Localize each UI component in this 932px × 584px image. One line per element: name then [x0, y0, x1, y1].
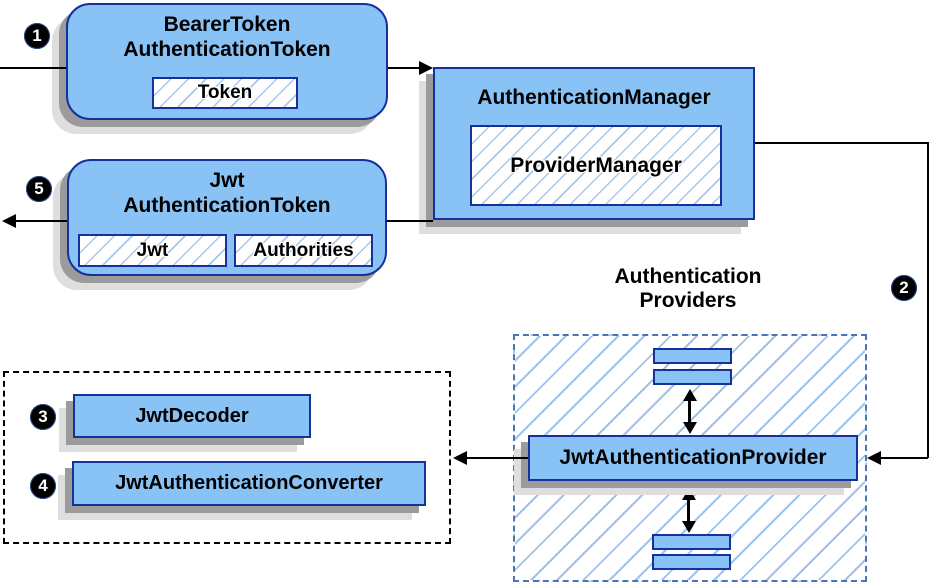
provider-manager-label: ProviderManager: [510, 153, 682, 177]
provider-stack-bar: [653, 348, 732, 364]
step-4-badge: 4: [30, 473, 56, 499]
jwt-authentication-provider-box: JwtAuthenticationProvider: [528, 435, 858, 481]
authorities-field-label: Authorities: [253, 239, 354, 261]
authentication-manager-box: AuthenticationManager ProviderManager: [433, 67, 755, 220]
authorities-field: Authorities: [234, 234, 373, 267]
bearer-token-title: BearerToken AuthenticationToken: [123, 13, 331, 61]
provider-stack-bar: [652, 554, 731, 570]
jwt-decoder-label: JwtDecoder: [135, 404, 249, 427]
jwt-field: Jwt: [78, 234, 227, 267]
double-arrow-icon: [682, 389, 698, 434]
authentication-providers-label: Authentication Providers: [614, 265, 762, 312]
jwt-authentication-provider-label: JwtAuthenticationProvider: [559, 446, 827, 469]
provider-to-converters-line: [467, 457, 528, 459]
step-3-badge: 3: [30, 404, 56, 430]
outgoing-result-line: [15, 220, 67, 222]
bearer-token-authentication-token-box: BearerToken AuthenticationToken Token: [66, 3, 388, 120]
manager-to-jwt-token-line: [387, 220, 433, 222]
arrowhead-right-icon: [419, 61, 433, 75]
bearer-to-manager-line: [388, 67, 421, 69]
arrowhead-left-icon: [2, 214, 16, 228]
authentication-manager-title: AuthenticationManager: [477, 86, 711, 109]
manager-to-provider-line-right: [927, 142, 929, 458]
jwt-authentication-converter-box: JwtAuthenticationConverter: [72, 461, 426, 506]
manager-to-provider-line-bottom: [881, 457, 928, 459]
double-arrow-icon: [681, 488, 697, 533]
arrowhead-left-icon: [867, 451, 881, 465]
provider-manager-box: ProviderManager: [470, 125, 722, 206]
provider-stack-bar: [653, 369, 732, 385]
jwt-authentication-token-box: Jwt AuthenticationToken Jwt Authorities: [67, 159, 387, 276]
step-1-badge: 1: [24, 23, 50, 49]
step-5-badge: 5: [26, 176, 52, 202]
provider-stack-bar: [652, 534, 731, 550]
jwt-field-label: Jwt: [136, 239, 169, 261]
step-2-badge: 2: [891, 275, 917, 301]
token-field-label: Token: [197, 82, 253, 103]
token-field: Token: [152, 77, 298, 109]
jwt-authentication-converter-label: JwtAuthenticationConverter: [115, 472, 383, 494]
arrowhead-left-icon: [453, 451, 467, 465]
incoming-request-line: [0, 67, 66, 69]
jwt-decoder-box: JwtDecoder: [73, 394, 311, 438]
manager-to-provider-line-top: [755, 142, 929, 144]
jwt-token-title: Jwt AuthenticationToken: [123, 169, 331, 217]
